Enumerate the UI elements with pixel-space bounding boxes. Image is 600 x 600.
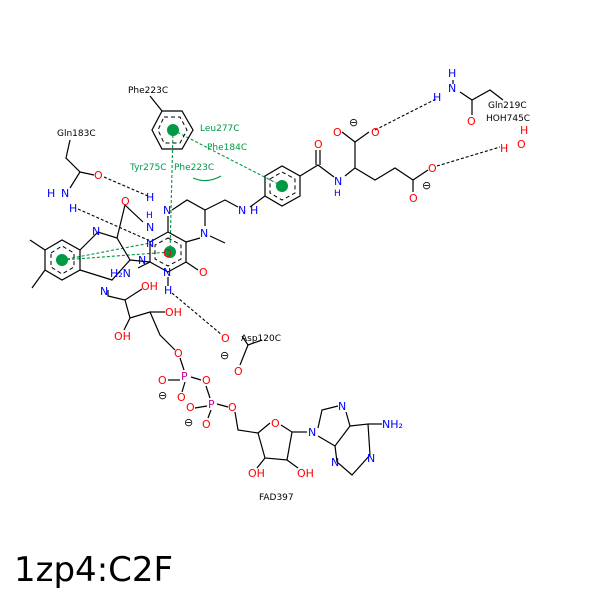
charge-minus: ⊖	[349, 116, 358, 129]
atom-h: H	[500, 142, 508, 155]
residue-label-gln183: Gln183C	[57, 129, 96, 139]
ligand-bonds	[29, 131, 429, 476]
page-title: 1zp4:C2F	[14, 550, 174, 590]
centroid-dot	[56, 254, 68, 266]
atom-o: O	[517, 138, 526, 151]
atom-o: O	[271, 417, 280, 430]
atom-o: O	[163, 247, 172, 260]
centroid-dot	[167, 124, 179, 136]
hydrophobic-arc	[192, 175, 222, 182]
atom-n: N	[448, 82, 456, 95]
atom-o: O	[199, 266, 208, 279]
atom-n: N	[238, 204, 246, 217]
atom-o: O	[409, 192, 418, 205]
atom-n: N	[334, 175, 342, 188]
atom-oh: OH	[141, 280, 158, 293]
atom-n: N	[338, 400, 346, 413]
ligand-label: FAD397	[259, 493, 294, 503]
residue-bonds	[65, 80, 504, 366]
atom-o: O	[228, 401, 237, 414]
atom-o: O	[202, 374, 211, 387]
atom-h: H	[448, 67, 456, 80]
atom-o: O	[121, 195, 130, 208]
pi-stack-line	[61, 251, 171, 261]
atom-n: N	[163, 204, 171, 217]
pi-stack-line	[172, 129, 283, 187]
atom-oh: OH	[297, 467, 314, 480]
residue-label-phe223: Phe223C	[128, 86, 168, 96]
atom-o: O	[371, 126, 380, 139]
atom-oh: OH	[114, 330, 131, 343]
atom-nh2: NH₂	[382, 418, 403, 431]
atom-h: H	[146, 211, 153, 221]
charge-minus: ⊖	[220, 349, 229, 362]
atom-n: N	[100, 285, 108, 298]
atom-n: N	[331, 456, 339, 469]
atom-o: O	[174, 347, 183, 360]
atom-p: P	[181, 370, 188, 383]
centroid-dot	[164, 246, 176, 258]
hbond-line	[436, 146, 501, 167]
charge-minus: ⊖	[158, 389, 167, 402]
atom-o: O	[234, 365, 243, 378]
charge-minus: ⊖	[422, 179, 431, 192]
hbond-line	[374, 98, 437, 131]
atom-o: O	[202, 418, 211, 431]
atom-o: O	[186, 401, 195, 414]
atom-h: H	[334, 189, 341, 199]
atom-o: O	[221, 332, 230, 345]
atom-n: N	[61, 187, 69, 200]
residue-label-hoh745: HOH745C	[486, 114, 530, 124]
atom-n: N	[138, 254, 146, 267]
atom-o: O	[314, 138, 323, 151]
atom-h: H	[520, 124, 528, 137]
atom-o: O	[158, 374, 167, 387]
atom-h: H	[164, 284, 172, 297]
atom-oh: OH	[248, 467, 265, 480]
atom-n: N	[146, 221, 154, 234]
centroid-dot	[276, 180, 288, 192]
atom-o: O	[333, 126, 342, 139]
pi-label-tyr275: Tyr275C	[129, 163, 167, 173]
ring-centroids	[56, 124, 288, 266]
hbond-line	[171, 292, 223, 336]
atom-h: H	[47, 187, 55, 200]
atom-o: O	[177, 391, 186, 404]
atom-o: O	[428, 162, 437, 175]
atom-n: N	[367, 452, 375, 465]
atom-o: O	[94, 169, 103, 182]
hydrogen-bonds	[77, 98, 501, 336]
pi-label-phe223: Phe223C	[174, 163, 214, 173]
atom-h2n: H₂N	[110, 267, 131, 280]
atom-n: N	[163, 266, 171, 279]
atom-h: H	[433, 91, 441, 104]
pi-interactions	[61, 129, 283, 261]
hbond-line	[103, 176, 149, 197]
atom-labels: O N H H H N H O H O H O N H O O ⊖ O O ⊖ …	[47, 67, 528, 480]
atom-o: O	[467, 115, 476, 128]
pi-stack-line	[61, 242, 151, 261]
atom-n: N	[200, 227, 208, 240]
pi-stack-line	[169, 129, 174, 253]
charge-minus: ⊖	[184, 416, 193, 429]
residue-label-gln219: Gln219C	[488, 101, 527, 111]
atom-h: H	[69, 202, 77, 215]
atom-n: N	[308, 426, 316, 439]
atom-oh: OH	[165, 306, 182, 319]
pi-label-leu277: Leu277C	[200, 124, 240, 134]
atom-h: H	[146, 191, 154, 204]
atom-p: P	[208, 398, 215, 411]
atom-n: N	[146, 237, 154, 250]
atom-n: N	[92, 225, 100, 238]
hbond-line	[77, 208, 149, 241]
residue-label-asp120: Asp120C	[241, 334, 281, 344]
pi-label-phe184: Phe184C	[207, 143, 247, 153]
atom-h: H	[250, 204, 258, 217]
